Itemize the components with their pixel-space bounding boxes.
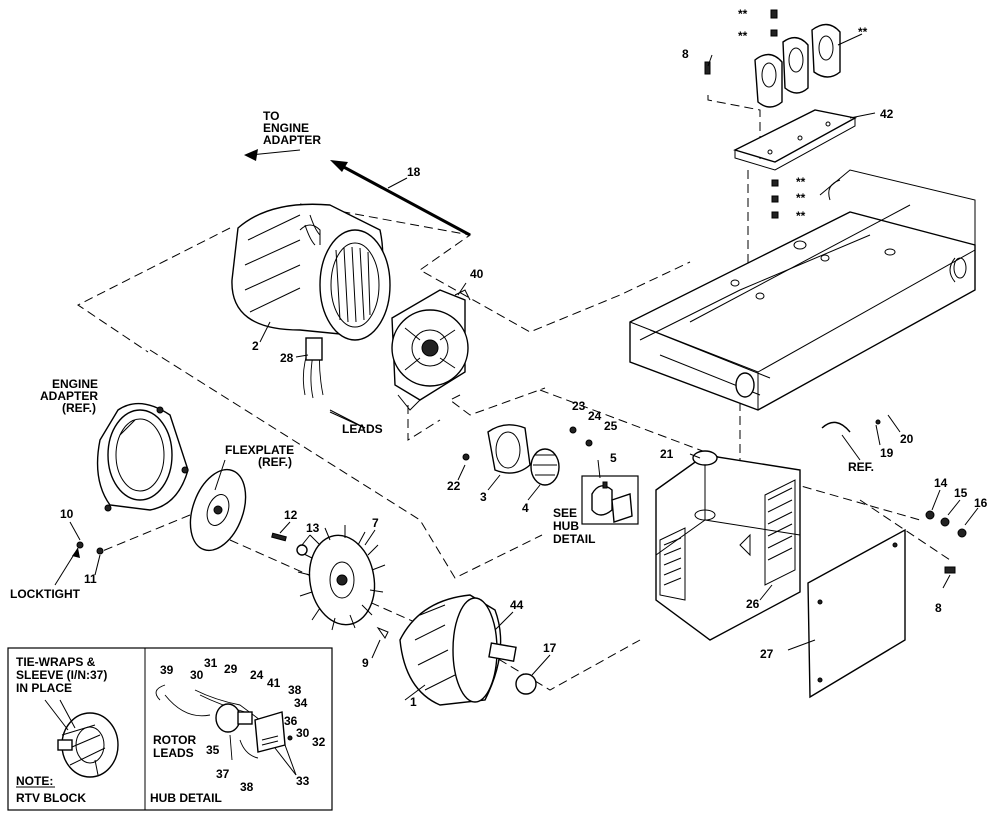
callout-3: 3 bbox=[480, 490, 487, 504]
alternator-cover bbox=[655, 450, 801, 641]
callout-12: 12 bbox=[284, 508, 298, 522]
callout-1: 1 bbox=[410, 695, 417, 709]
label-engine-adapter-ref-2: ADAPTER bbox=[40, 389, 98, 403]
label-tie-wraps-3: IN PLACE bbox=[16, 681, 72, 695]
base-frame bbox=[629, 169, 976, 411]
callout-44: 44 bbox=[510, 598, 524, 612]
callout-8-bottom: 8 bbox=[935, 601, 942, 615]
leader-lines bbox=[54, 33, 979, 701]
hub-detail-5 bbox=[581, 475, 639, 525]
callout-23: 23 bbox=[572, 399, 586, 413]
hub-callout-37: 37 bbox=[216, 767, 230, 781]
callout-8-top: 8 bbox=[682, 47, 689, 61]
callout-21: 21 bbox=[660, 447, 674, 461]
label-see-hub-detail-1: SEE bbox=[553, 506, 577, 520]
cooling-fan bbox=[297, 525, 386, 631]
callout-4: 4 bbox=[522, 501, 529, 515]
rotor bbox=[376, 594, 537, 706]
callout-18: 18 bbox=[407, 165, 421, 179]
callout-24: 24 bbox=[588, 409, 602, 423]
callout-26: 26 bbox=[746, 597, 760, 611]
label-rotor-leads-1: ROTOR bbox=[153, 733, 196, 747]
hub-callout-36: 36 bbox=[284, 714, 298, 728]
callout-27: 27 bbox=[760, 647, 774, 661]
label-note: NOTE: bbox=[16, 774, 53, 788]
hub-callout-24: 24 bbox=[250, 668, 264, 682]
label-see-hub-detail-3: DETAIL bbox=[553, 532, 595, 546]
callout-19: 19 bbox=[880, 446, 894, 460]
callout-2: 2 bbox=[252, 339, 259, 353]
callout-42: 42 bbox=[880, 107, 894, 121]
stator-housing bbox=[231, 203, 391, 399]
callout-10: 10 bbox=[60, 507, 74, 521]
hub-callout-38-top: 38 bbox=[288, 683, 302, 697]
hub-callout-29: 29 bbox=[224, 662, 238, 676]
label-engine-adapter-ref-1: ENGINE bbox=[52, 377, 98, 391]
callout-40: 40 bbox=[470, 267, 484, 281]
callout-16: 16 bbox=[974, 496, 988, 510]
hub-callout-32: 32 bbox=[312, 735, 326, 749]
callout-22: 22 bbox=[447, 479, 461, 493]
callout-25: 25 bbox=[604, 419, 618, 433]
label-locktight: LOCKTIGHT bbox=[10, 587, 81, 601]
inset-detail-box: TIE-WRAPS & SLEEVE (I/N:37) IN PLACE NOT… bbox=[7, 647, 333, 811]
hub-callout-38-bottom: 38 bbox=[240, 780, 254, 794]
end-bell bbox=[391, 289, 471, 411]
hub-callout-33: 33 bbox=[296, 774, 310, 788]
callout-11: 11 bbox=[84, 572, 97, 586]
hub-callout-35: 35 bbox=[206, 743, 220, 757]
callout-9: 9 bbox=[362, 656, 369, 670]
callout-star-4: ** bbox=[796, 175, 806, 189]
label-flexplate-ref-2: (REF.) bbox=[258, 455, 292, 469]
callout-star-5: ** bbox=[796, 191, 806, 205]
label-rtv-block: RTV BLOCK bbox=[16, 791, 86, 805]
callout-star-6: ** bbox=[796, 209, 806, 223]
breaker-bracket-42 bbox=[704, 9, 858, 219]
label-to-engine-adapter-2: ENGINE bbox=[263, 121, 309, 135]
callout-20: 20 bbox=[900, 432, 914, 446]
hub-callout-30-bottom: 30 bbox=[296, 726, 310, 740]
label-to-engine-adapter-1: TO bbox=[263, 109, 279, 123]
label-ref: REF. bbox=[848, 460, 874, 474]
callout-7: 7 bbox=[372, 516, 379, 530]
hub-callout-39: 39 bbox=[160, 663, 174, 677]
hardware bbox=[76, 419, 967, 574]
label-tie-wraps-2: SLEEVE (I/N:37) bbox=[16, 668, 107, 682]
callout-14: 14 bbox=[934, 476, 948, 490]
label-hub-detail: HUB DETAIL bbox=[150, 791, 222, 805]
label-see-hub-detail-2: HUB bbox=[553, 519, 579, 533]
label-rotor-leads-2: LEADS bbox=[153, 746, 194, 760]
callout-17: 17 bbox=[543, 641, 557, 655]
callout-28: 28 bbox=[280, 351, 294, 365]
through-bolt bbox=[244, 149, 471, 237]
label-to-engine-adapter-3: ADAPTER bbox=[263, 133, 321, 147]
hub-callout-34: 34 bbox=[294, 696, 308, 710]
hub-callout-30-top: 30 bbox=[190, 668, 204, 682]
callout-star-2: ** bbox=[738, 29, 748, 43]
callout-15: 15 bbox=[954, 486, 968, 500]
text-labels: TO ENGINE ADAPTER ENGINE ADAPTER (REF.) … bbox=[10, 109, 874, 601]
label-tie-wraps-1: TIE-WRAPS & bbox=[16, 655, 96, 669]
label-leads: LEADS bbox=[342, 422, 383, 436]
hub-callout-41: 41 bbox=[267, 676, 281, 690]
hub-callout-31: 31 bbox=[204, 656, 218, 670]
callout-13: 13 bbox=[306, 521, 320, 535]
label-flexplate-ref-1: FLEXPLATE bbox=[225, 443, 294, 457]
brush-holder-and-bearing bbox=[462, 424, 593, 486]
callout-numbers: 18 40 2 28 10 11 12 13 7 9 1 44 17 22 3 … bbox=[60, 7, 988, 709]
label-engine-adapter-ref-3: (REF.) bbox=[62, 401, 96, 415]
callout-star-1: ** bbox=[738, 7, 748, 21]
side-panel bbox=[807, 528, 906, 699]
engine-adapter bbox=[96, 402, 189, 512]
flexplate bbox=[189, 468, 247, 552]
callout-star-3: ** bbox=[858, 25, 868, 39]
callout-5: 5 bbox=[610, 451, 617, 465]
